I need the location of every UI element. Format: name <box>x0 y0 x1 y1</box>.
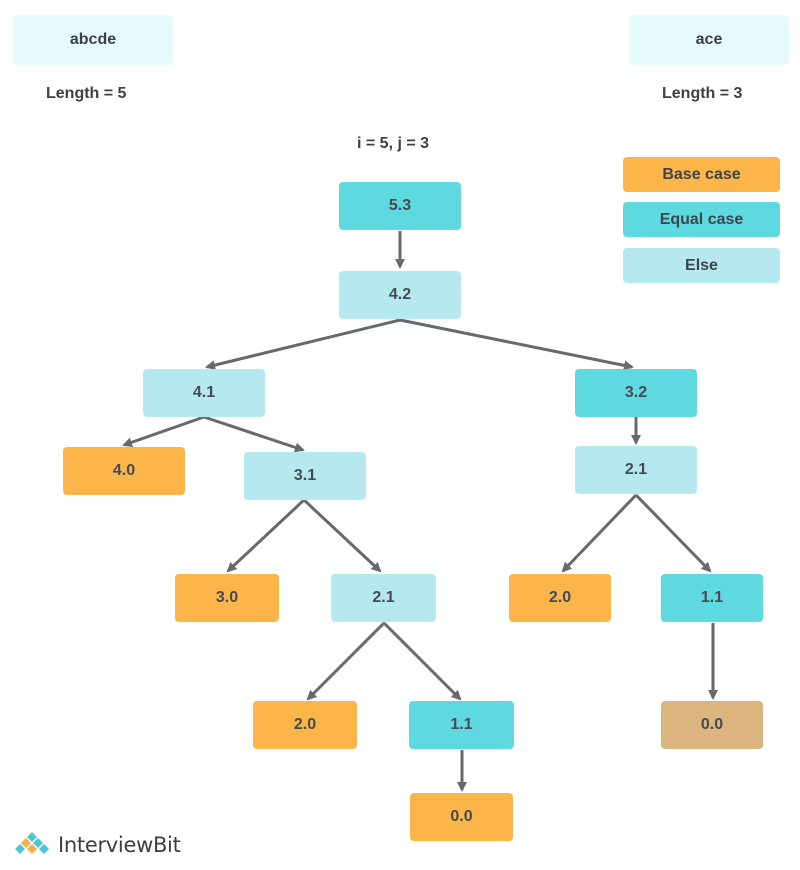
node-0-0-left: 0.0 <box>410 793 513 841</box>
edge-41-40 <box>122 415 205 448</box>
edge-21l-11l <box>382 621 462 701</box>
edge-21r-11r <box>634 493 712 573</box>
legend-else: Else <box>623 248 780 283</box>
node-2-1-right: 2.1 <box>575 446 697 494</box>
node-1-1-left: 1.1 <box>409 701 514 749</box>
edge-21r-20r <box>561 493 638 573</box>
legend-equal-case: Equal case <box>623 202 780 237</box>
call-label: i = 5, j = 3 <box>357 135 430 152</box>
node-0-0-right: 0.0 <box>661 701 763 749</box>
node-2-0-right: 2.0 <box>509 574 611 622</box>
node-5-3: 5.3 <box>339 182 461 230</box>
legend-base-case: Base case <box>623 157 780 192</box>
edge-42-32 <box>399 318 634 371</box>
edge-41-31 <box>203 415 305 453</box>
string-right-text: ace <box>695 31 723 48</box>
node-2-0-left: 2.0 <box>253 701 357 749</box>
edge-31-30 <box>226 498 306 573</box>
node-3-0: 3.0 <box>175 574 279 622</box>
edge-42-41 <box>205 318 401 370</box>
string-box-left: abcde <box>13 15 173 65</box>
string-box-right: ace <box>629 15 789 65</box>
node-2-1-left: 2.1 <box>331 574 436 622</box>
length-label-right: Length = 3 <box>662 85 743 102</box>
edge-21l-20l <box>306 621 386 701</box>
edge-31-21l <box>302 498 382 573</box>
node-3-1: 3.1 <box>244 452 366 500</box>
logo-mark-icon <box>15 832 49 854</box>
node-4-2: 4.2 <box>339 271 461 319</box>
node-3-2: 3.2 <box>575 369 697 417</box>
string-left-text: abcde <box>69 31 117 48</box>
node-1-1-right: 1.1 <box>661 574 763 622</box>
interviewbit-logo: InterviewBit <box>12 832 181 858</box>
node-4-0: 4.0 <box>63 447 185 495</box>
logo-text: InterviewBit <box>58 833 181 857</box>
node-4-1: 4.1 <box>143 369 265 417</box>
length-label-left: Length = 5 <box>46 85 127 102</box>
